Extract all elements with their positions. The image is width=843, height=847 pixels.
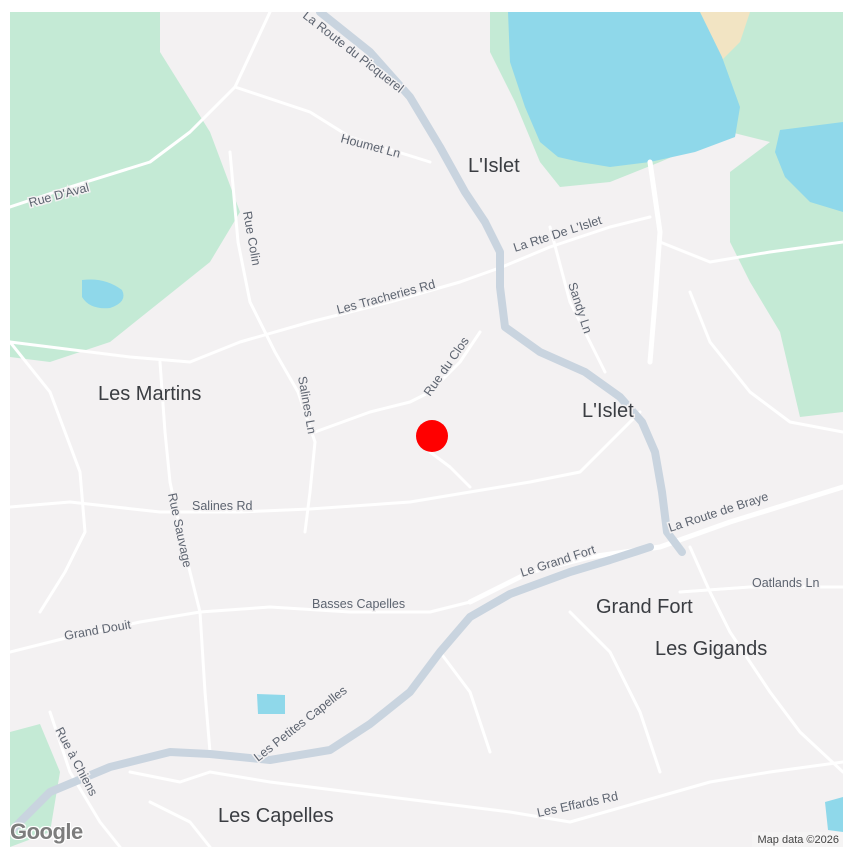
place-label: Grand Fort — [596, 596, 693, 618]
place-label: L'Islet — [468, 155, 520, 177]
water-body — [775, 122, 843, 212]
place-label: Les Martins — [98, 383, 201, 405]
water-body — [508, 12, 740, 167]
place-labels: L'Islet Les Martins L'Islet Grand Fort L… — [97, 154, 769, 829]
water-body — [825, 797, 843, 832]
road-label: Oatlands Ln — [752, 576, 819, 590]
road-label: Salines Rd — [192, 499, 252, 513]
place-label: L'Islet — [582, 400, 634, 422]
road-label: Basses Capelles — [312, 597, 405, 611]
major-roads — [10, 12, 686, 836]
park-area — [10, 12, 240, 362]
map-attribution[interactable]: Map data ©2026 — [751, 832, 843, 847]
place-label: Les Gigands — [655, 638, 767, 660]
map-canvas[interactable]: La Route du Picquerel Houmet Ln Rue D'Av… — [10, 12, 843, 847]
google-logo: Google — [10, 819, 83, 844]
location-marker-icon[interactable] — [416, 420, 448, 452]
map-view[interactable]: La Route du Picquerel Houmet Ln Rue D'Av… — [10, 12, 843, 847]
water-body — [257, 694, 285, 714]
place-label: Les Capelles — [218, 805, 334, 827]
water-body — [82, 279, 124, 309]
minor-roads — [10, 12, 843, 847]
